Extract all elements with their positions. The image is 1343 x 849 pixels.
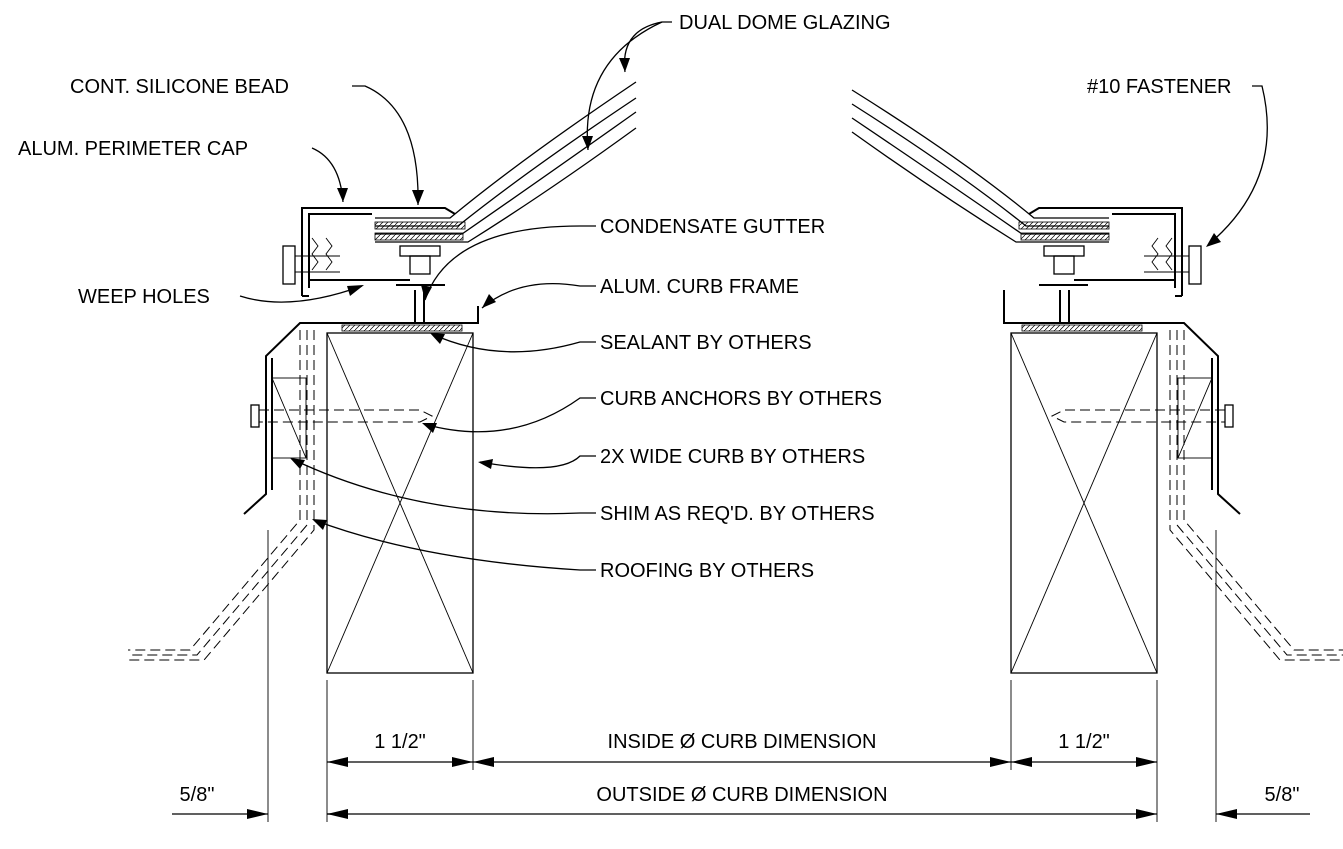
left-curb-anchor	[250, 404, 434, 428]
left-hex-fastener	[282, 237, 340, 285]
right-dome-glazing	[851, 89, 1109, 243]
left-alum-curb-frame	[396, 284, 445, 322]
left-perimeter-cap	[301, 207, 456, 296]
label-cont-silicone-bead: CONT. SILICONE BEAD	[70, 76, 289, 98]
label-curb-anchors-by-others: CURB ANCHORS BY OTHERS	[600, 388, 882, 410]
label-alum-perimeter-cap: ALUM. PERIMETER CAP	[18, 138, 248, 160]
right-alum-curb-frame	[1039, 284, 1088, 322]
right-curb-anchor	[1050, 404, 1234, 428]
left-wood-curb	[326, 332, 474, 674]
right-shim	[1177, 377, 1213, 459]
dim-curb-width-left: 1 1/2"	[374, 731, 426, 753]
right-curb-assembly	[851, 89, 1343, 674]
left-sealant-strip	[341, 324, 463, 332]
label-dual-dome-glazing: DUAL DOME GLAZING	[679, 12, 891, 34]
right-roofing	[1169, 330, 1343, 661]
right-glazing-retainer	[1018, 221, 1110, 275]
right-wood-curb	[1010, 332, 1158, 674]
left-shim	[271, 377, 307, 459]
callout-labels: DUAL DOME GLAZING CONT. SILICONE BEAD AL…	[18, 12, 1232, 582]
dim-offset-right: 5/8"	[1265, 784, 1300, 806]
dim-curb-width-right: 1 1/2"	[1058, 731, 1110, 753]
leader-lines	[239, 21, 1268, 571]
dimension-labels: 1 1/2" INSIDE Ø CURB DIMENSION 1 1/2" 5/…	[180, 731, 1300, 806]
left-curb-flashing	[243, 306, 479, 515]
dim-outside-curb: OUTSIDE Ø CURB DIMENSION	[596, 784, 887, 806]
label-weep-holes: WEEP HOLES	[78, 286, 210, 308]
label-2x-wide-curb-by-others: 2X WIDE CURB BY OTHERS	[600, 446, 865, 468]
left-dome-glazing	[375, 81, 637, 243]
label-roofing-by-others: ROOFING BY OTHERS	[600, 560, 814, 582]
right-hex-fastener	[1144, 237, 1202, 285]
right-perimeter-cap	[1028, 207, 1183, 296]
right-sealant-strip	[1021, 324, 1143, 332]
label-shim-as-reqd-by-others: SHIM AS REQ'D. BY OTHERS	[600, 503, 875, 525]
label-sealant-by-others: SEALANT BY OTHERS	[600, 332, 812, 354]
label-alum-curb-frame: ALUM. CURB FRAME	[600, 276, 799, 298]
left-curb-assembly	[128, 81, 637, 674]
label-fastener-10: #10 FASTENER	[1087, 76, 1232, 98]
right-curb-flashing	[1003, 290, 1241, 515]
left-roofing	[128, 330, 315, 661]
label-condensate-gutter: CONDENSATE GUTTER	[600, 216, 825, 238]
dim-inside-curb: INSIDE Ø CURB DIMENSION	[608, 731, 877, 753]
dim-offset-left: 5/8"	[180, 784, 215, 806]
dimension-lines	[172, 530, 1310, 822]
left-glazing-retainer	[374, 221, 466, 275]
